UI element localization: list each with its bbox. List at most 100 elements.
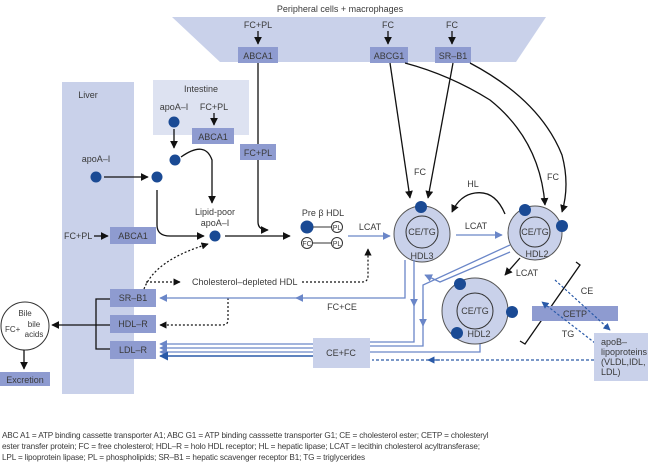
hdl3-core-label: CE/TG <box>408 227 436 237</box>
apob-label-2: lipoproteins <box>601 347 648 357</box>
liver-srb1-box[interactable] <box>110 289 156 307</box>
hdl3-name: HDL3 <box>410 251 433 261</box>
lcat-arrow-3 <box>504 257 521 276</box>
excretion-box <box>0 372 50 386</box>
liver-apoa-label: apoA–I <box>82 154 111 164</box>
hdl3-core <box>405 215 439 249</box>
srb1-to-hdl3-arrow <box>425 62 454 199</box>
tg-transfer-arrow <box>541 301 596 344</box>
cetp-label: CETP <box>563 309 587 319</box>
pre-beta-pl-1-label: PL <box>333 225 342 232</box>
liver-ldlr-box[interactable] <box>110 341 156 359</box>
apob-lipoproteins-box <box>594 333 648 381</box>
peripheral-abca1-label: ABCA1 <box>243 51 273 61</box>
abca1-to-lipid-poor-arrow <box>180 148 216 204</box>
peripheral-fc-label-1: FC <box>382 20 394 30</box>
liver-fcpl-label: FC+PL <box>64 231 92 241</box>
peripheral-abca1-box <box>238 47 278 63</box>
hdl3-apoa-dot <box>415 201 427 213</box>
pre-beta-apoa-dot <box>300 220 314 234</box>
ce-transfer-arrow <box>554 279 611 331</box>
chol-depleted-to-lcat-dotted-arrow <box>302 248 372 283</box>
bile-label: Bile <box>18 309 32 318</box>
pre-beta-fc <box>301 237 313 249</box>
hl-label: HL <box>467 179 479 189</box>
peripheral-srb1-label: SR–B1 <box>439 51 468 61</box>
hl-arrow <box>451 192 506 215</box>
liver-hdlr-label: HDL–R <box>118 319 148 329</box>
hdl2-bottom-core <box>456 292 494 330</box>
hdl2-bottom-apoa-dot-2 <box>506 306 518 318</box>
fcpl-box-label: FC+PL <box>244 148 272 158</box>
hdl3-to-srb1-arrow <box>159 260 406 302</box>
intestine-region <box>153 80 249 135</box>
lipid-poor-label-2: apoA–I <box>201 218 230 228</box>
hdl3-to-cefc-line <box>370 260 415 343</box>
liver-abca1-box <box>110 227 156 244</box>
figure-caption: ABC A1 = ATP binding cassette transporte… <box>2 430 648 463</box>
intestine-abca1-label: ABCA1 <box>198 132 228 142</box>
liver-apoa-dot <box>90 171 102 183</box>
peripheral-abcg1-box <box>370 47 408 63</box>
pre-beta-hdl-label: Pre β HDL <box>302 208 344 218</box>
hdl2-top-core <box>519 216 551 248</box>
fc-label-right: FC <box>547 172 559 182</box>
cefc-box <box>313 338 370 368</box>
hdl2-top-name: HDL2 <box>525 249 548 259</box>
abcg1-to-hdl3-arrow <box>389 62 413 199</box>
hdl2-bottom-name: HDL2 <box>467 329 490 339</box>
apoa-to-lipid-poor-arrow <box>156 190 205 240</box>
hdl2-bracket <box>519 261 581 345</box>
peripheral-srb1-box <box>435 47 471 63</box>
caption-line-1: ABC A1 = ATP binding cassette transporte… <box>2 431 489 440</box>
hdl2-top-apoa-dot-1 <box>519 204 531 216</box>
fc-label-mid: FC <box>414 167 426 177</box>
pre-beta-pl-2-label: PL <box>333 241 342 248</box>
lipid-poor-label-1: Lipid-poor <box>195 207 235 217</box>
intestine-apoa-label: apoA–I <box>160 102 189 112</box>
liver-ldlr-label: LDL–R <box>119 345 148 355</box>
apob-label-3: (VLDL,IDL, <box>601 357 646 367</box>
liver-abca1-label: ABCA1 <box>118 231 148 241</box>
peripheral-fcpl-label: FC+PL <box>244 20 272 30</box>
cefc-label: CE+FC <box>326 348 356 358</box>
srb1-to-hdl2-arrow <box>469 62 568 213</box>
fcce-label: FC+CE <box>327 302 357 312</box>
bile-acids-label-2: acids <box>25 330 44 339</box>
intestine-abca1-box <box>192 128 234 144</box>
bile-fc-label: FC+ <box>5 325 21 334</box>
caption-line-2: ester transfer protein; FC = free choles… <box>2 442 480 451</box>
hdl2-top-apoa-dot-2 <box>556 220 568 232</box>
hdl2-bottom-apoa-dot-1 <box>454 278 466 290</box>
intestine-label: Intestine <box>184 84 218 94</box>
peripheral-fc-label-2: FC <box>446 20 458 30</box>
apoa-dot-intestine-mid <box>169 154 181 166</box>
apob-label-1: apoB– <box>601 337 627 347</box>
pre-beta-fc-label: FC <box>302 241 311 248</box>
liver-label: Liver <box>78 90 98 100</box>
fcpl-box <box>240 144 276 160</box>
diagram-title: Peripheral cells + macrophages <box>277 4 404 14</box>
abcg1-to-hdl2-arrow <box>404 62 549 206</box>
lcat-label-3: LCAT <box>516 268 539 278</box>
pre-beta-pl-2 <box>331 237 343 249</box>
bile-acids-label-1: bile <box>28 320 41 329</box>
lcat-label-1: LCAT <box>359 222 382 232</box>
caption-line-3: LPL = lipoprotein lipase; PL = phospholi… <box>2 453 365 462</box>
intestine-apoa-dot <box>168 116 180 128</box>
hdl2-top-particle <box>507 205 563 261</box>
chol-depleted-to-hdlr-dotted-arrow <box>159 298 229 329</box>
pre-beta-pl-1 <box>331 221 343 233</box>
hdl2-bottom-core-label: CE/TG <box>461 306 489 316</box>
receptor-bracket <box>95 298 110 350</box>
hdl2-bottom-to-cefc-line <box>370 344 481 353</box>
hdl2-to-hdl3-arrow <box>424 251 511 283</box>
peripheral-cells-region <box>172 17 546 62</box>
chol-depleted-label: Cholesterol–depleted HDL <box>192 277 298 287</box>
ce-label: CE <box>581 286 594 296</box>
hdl2-bottom-apoa-dot-3 <box>451 327 463 339</box>
apoa-dot-merge <box>151 171 163 183</box>
liver-hdlr-box[interactable] <box>110 315 156 333</box>
hdl2-top-core-label: CE/TG <box>521 227 549 237</box>
